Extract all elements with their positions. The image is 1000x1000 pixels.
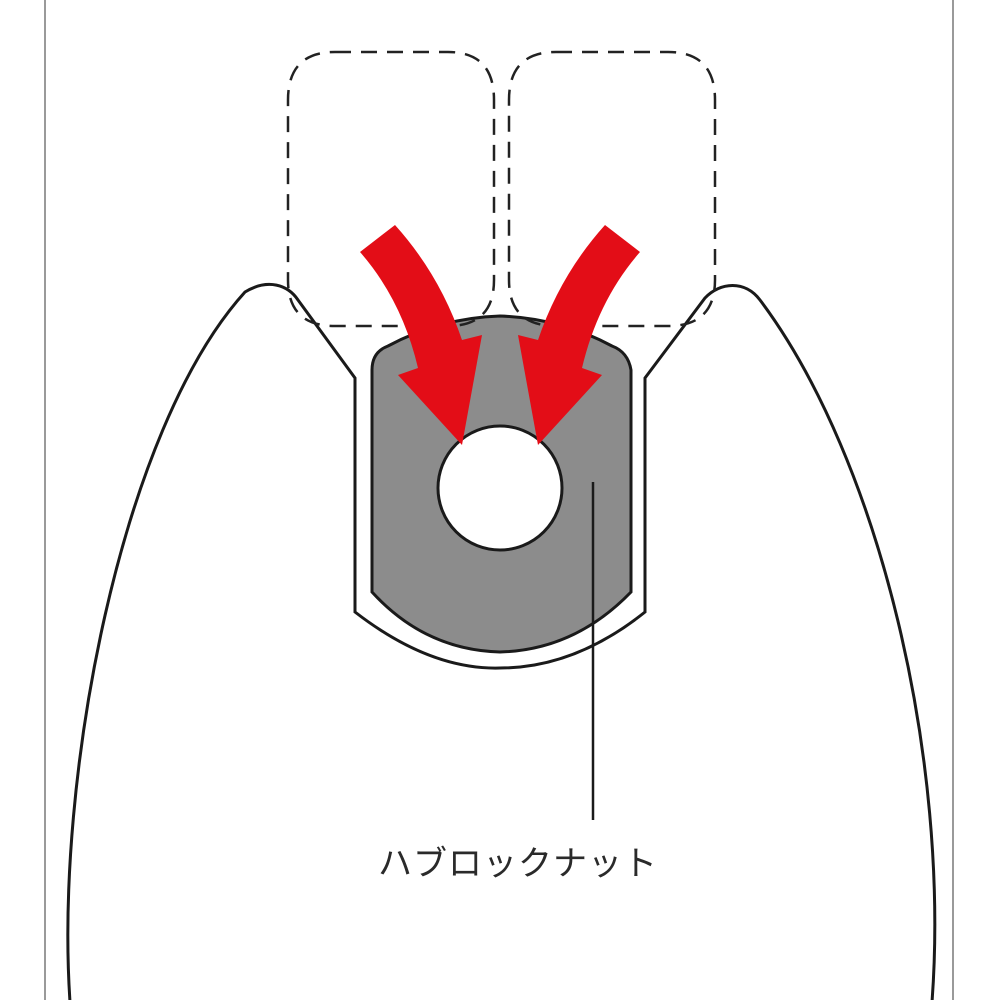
nut-center-hole — [436, 424, 564, 552]
frame-border — [44, 0, 954, 1000]
callout-label-hub-lock-nut: ハブロックナット — [378, 844, 658, 884]
arrow-right — [518, 225, 640, 445]
tool-body — [66, 283, 937, 1000]
dashed-outline-right — [507, 50, 717, 328]
arrow-left — [360, 225, 482, 445]
